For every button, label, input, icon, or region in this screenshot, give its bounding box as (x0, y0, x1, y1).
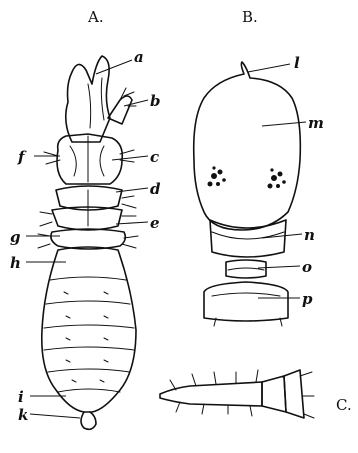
panel-a-insect (26, 56, 148, 429)
panel-b-head (194, 62, 306, 326)
mandibles (66, 56, 110, 142)
leg-tarsus-2 (284, 370, 304, 418)
abdomen (42, 247, 136, 412)
label-i: i (18, 388, 24, 406)
panel-c-leg (160, 370, 314, 418)
label-e: e (150, 214, 160, 232)
label-d: d (150, 180, 161, 198)
label-c: c (150, 148, 159, 166)
label-a: a (134, 48, 144, 66)
label-l: l (294, 54, 300, 72)
panel-b-title: B. (242, 8, 258, 26)
eye-spot-left (208, 166, 226, 186)
panel-a-title: A. (87, 8, 104, 26)
label-p: p (302, 290, 313, 308)
label-m: m (308, 114, 324, 132)
label-h: h (10, 254, 21, 272)
label-g: g (10, 228, 21, 246)
head-shield (194, 62, 301, 230)
leg-tarsus-1 (262, 376, 286, 412)
eye-spot-right (268, 168, 286, 188)
panel-c-title: C. (336, 396, 352, 414)
label-b: b (150, 92, 161, 110)
label-n: n (304, 226, 315, 244)
thorax-segment-3 (51, 229, 125, 249)
leg-femur (160, 382, 262, 406)
tail-hook (81, 412, 96, 429)
label-k: k (18, 406, 28, 424)
label-f: f (17, 148, 27, 166)
plate-p (204, 282, 288, 321)
label-o: o (302, 258, 312, 276)
